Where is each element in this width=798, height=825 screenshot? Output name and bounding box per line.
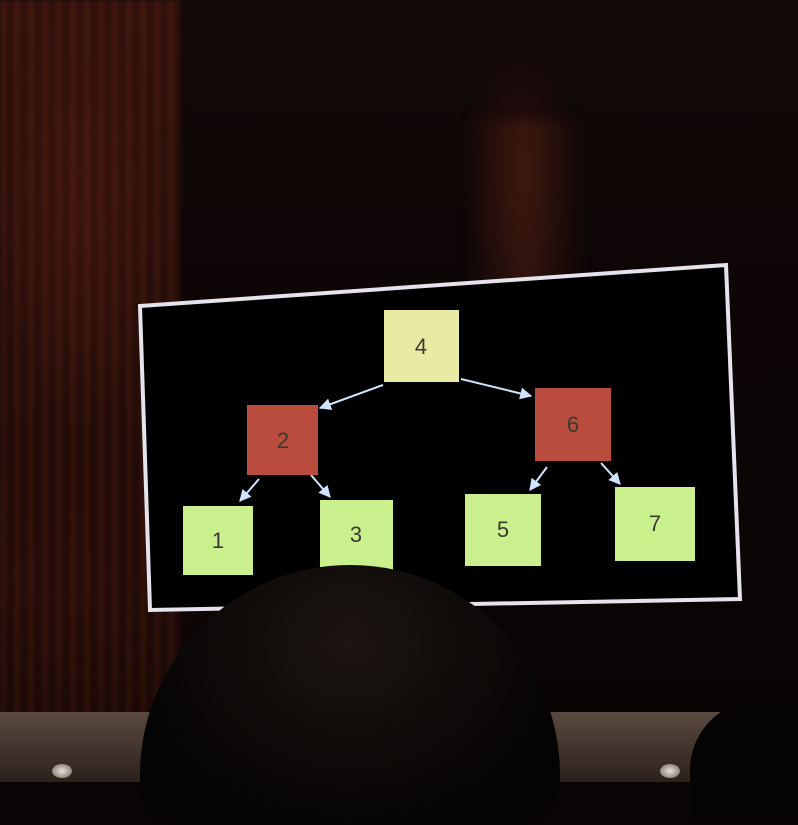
tree-node-5: 5 <box>465 494 541 566</box>
node-label: 3 <box>350 522 362 547</box>
node-label: 5 <box>497 517 509 542</box>
node-label: 4 <box>415 334 427 359</box>
edge-6-5 <box>529 466 548 491</box>
node-label: 2 <box>277 428 289 453</box>
node-label: 1 <box>212 528 224 553</box>
tree-node-1: 1 <box>183 506 253 575</box>
edge-2-3 <box>310 474 331 498</box>
node-box <box>247 405 318 475</box>
node-box <box>384 310 459 382</box>
slide-frame <box>137 262 743 613</box>
tree-node-4: 4 <box>384 310 459 382</box>
node-box <box>535 388 611 461</box>
stage-light <box>660 764 680 778</box>
edge-6-7 <box>600 462 621 485</box>
tree-edges <box>239 378 621 502</box>
tree-node-7: 7 <box>615 487 695 561</box>
wood-pillar <box>470 120 580 300</box>
node-label: 6 <box>567 412 579 437</box>
edge-4-6 <box>460 378 533 400</box>
node-box <box>320 500 393 570</box>
node-box <box>615 487 695 561</box>
stage-light <box>52 764 72 778</box>
projection-screen: 4 2 6 1 3 5 7 <box>137 262 743 613</box>
tree-node-3: 3 <box>320 500 393 570</box>
node-label: 7 <box>649 511 661 536</box>
node-box <box>465 494 541 566</box>
tree-node-6: 6 <box>535 388 611 461</box>
edge-4-2 <box>318 384 384 410</box>
edge-2-1 <box>239 478 260 502</box>
tree-node-2: 2 <box>247 405 318 475</box>
node-box <box>183 506 253 575</box>
